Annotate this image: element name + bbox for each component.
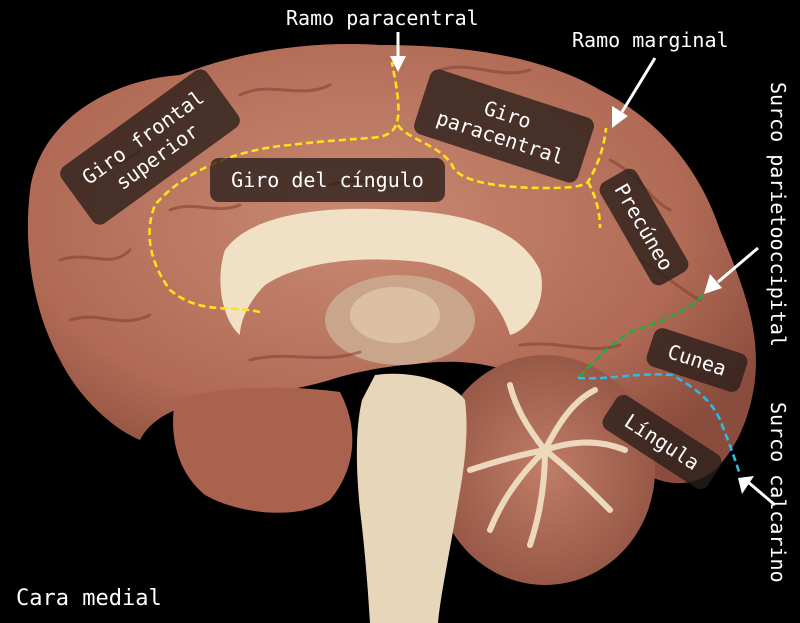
calcarine-sulcus-line xyxy=(577,373,742,476)
arrow-ramo-marginal xyxy=(620,57,657,113)
arrow-surco-calcarino-head xyxy=(738,476,754,494)
arrow-surco-parietooccipital-head xyxy=(704,274,722,294)
arrow-ramo-paracentral-head xyxy=(390,56,406,72)
cingulate-sulcus-line xyxy=(148,61,608,314)
arbor-vitae xyxy=(467,382,628,548)
corpus-callosum xyxy=(220,208,542,335)
arrow-ramo-marginal-head xyxy=(612,106,628,128)
label-cara-medial: Cara medial xyxy=(16,586,162,611)
arrows xyxy=(390,32,776,507)
temporal-lobe xyxy=(173,387,353,513)
label-surco-calcarino: Surco calcarino xyxy=(766,402,790,583)
thalamus-highlight xyxy=(350,287,440,343)
label-giro-del-cingulo: Giro del cíngulo xyxy=(210,158,445,202)
label-surco-parietooccipital: Surco parietooccipital xyxy=(766,82,790,347)
parietooccipital-sulcus-line xyxy=(577,294,704,379)
arrow-surco-calcarino xyxy=(747,480,776,507)
label-ramo-marginal: Ramo marginal xyxy=(572,28,729,52)
brainstem xyxy=(356,373,467,623)
arrow-surco-parietooccipital xyxy=(717,246,759,284)
label-ramo-paracentral: Ramo paracentral xyxy=(286,6,479,30)
